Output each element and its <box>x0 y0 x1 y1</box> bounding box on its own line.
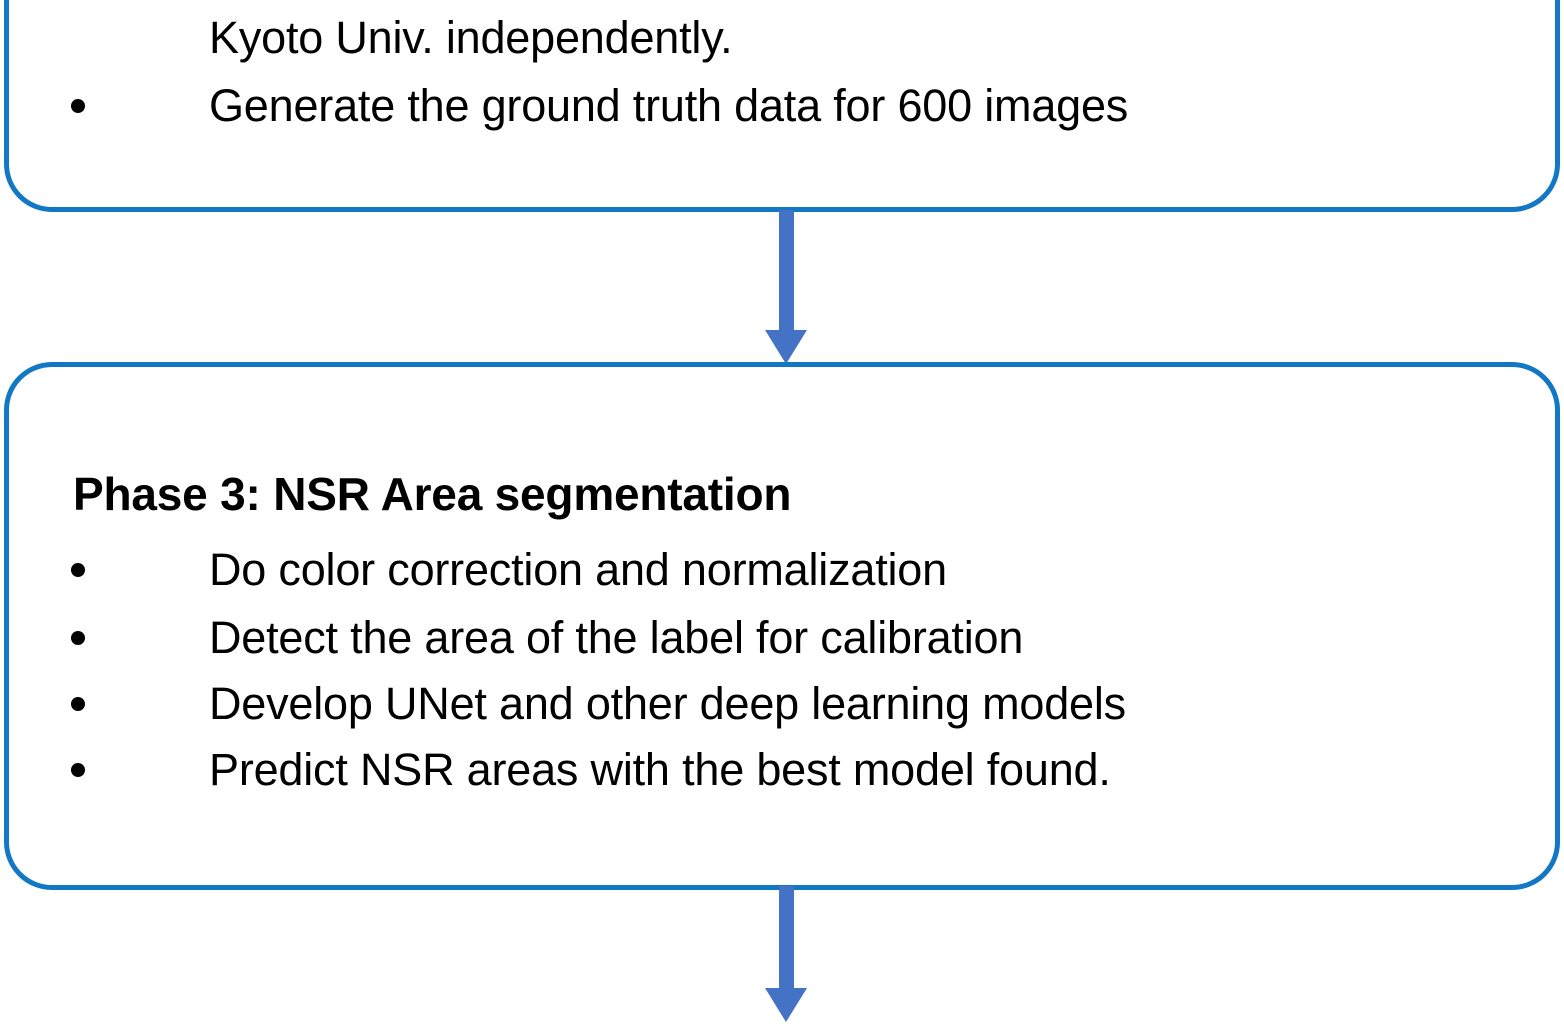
bullet-point-icon <box>71 99 85 113</box>
list-item-label: Do color correction and normalization <box>209 544 947 595</box>
process-box-phase3-heading: Phase 3: NSR Area segmentation <box>73 468 792 520</box>
list-item: Detect the area of the label for calibra… <box>9 605 1555 671</box>
arrow-shaft <box>779 210 794 332</box>
list-item-label: Predict NSR areas with the best model fo… <box>209 744 1111 795</box>
list-item-label: Generate the ground truth data for 600 i… <box>209 80 1129 131</box>
arrow-down-icon-connector-1 <box>758 210 814 364</box>
arrow-head <box>765 330 807 364</box>
bullet-point-icon <box>71 631 85 645</box>
process-box-phase2[interactable]: Kyoto Univ. independently. Generate the … <box>4 0 1560 212</box>
bullet-point-icon <box>71 563 85 577</box>
process-box-phase3[interactable]: Phase 3: NSR Area segmentation Do color … <box>4 362 1560 890</box>
list-item: Kyoto Univ. independently. <box>9 5 1555 71</box>
arrow-head <box>765 988 807 1022</box>
process-box-phase2-body: Kyoto Univ. independently. Generate the … <box>9 0 1555 207</box>
list-item: Generate the ground truth data for 600 i… <box>9 73 1555 139</box>
list-item: Predict NSR areas with the best model fo… <box>9 737 1555 803</box>
bullet-point-icon <box>71 763 85 777</box>
arrow-shaft <box>779 886 794 990</box>
bullet-point-icon <box>71 697 85 711</box>
list-item: Do color correction and normalization <box>9 537 1555 603</box>
list-item-label: Develop UNet and other deep learning mod… <box>209 678 1126 729</box>
list-item-label: Detect the area of the label for calibra… <box>209 612 1024 663</box>
process-box-phase3-body: Phase 3: NSR Area segmentation Do color … <box>9 367 1555 885</box>
list-item-label: Kyoto Univ. independently. <box>209 12 733 63</box>
list-item: Develop UNet and other deep learning mod… <box>9 671 1555 737</box>
arrow-down-icon-connector-2 <box>758 886 814 1024</box>
